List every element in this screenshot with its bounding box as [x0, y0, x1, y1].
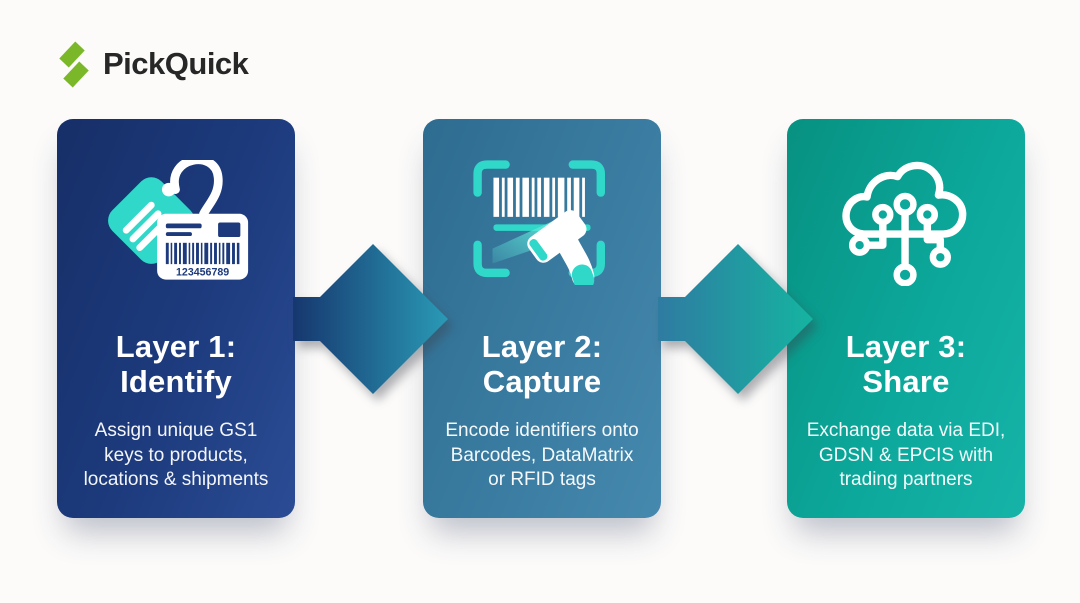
logo-text: PickQuick [103, 46, 249, 81]
logo: PickQuick [55, 40, 249, 88]
arrow-right-icon [293, 244, 448, 394]
card-2-title: Layer 2: Capture [481, 329, 603, 400]
barcode-scanner-icon [473, 160, 605, 285]
cloud-network-icon [842, 161, 967, 286]
lightning-bolt-icon [59, 41, 89, 88]
card-2-body: Encode identifiers onto Barcodes, DataMa… [445, 420, 639, 491]
flow-arrow-2 [658, 244, 813, 394]
viewfinder-brackets [473, 160, 605, 278]
scanner-barcode-bars [493, 177, 585, 217]
card-layer-1: 123456789 Layer 1: Identify Assign uniqu… [57, 119, 295, 518]
card-3-icon-wrap [835, 161, 977, 286]
card-3-title: Layer 3: Share [845, 329, 967, 400]
arrow-right-icon [658, 244, 813, 394]
barcode-number: 123456789 [176, 266, 229, 278]
card-1-body: Assign unique GS1 keys to products, loca… [83, 420, 269, 491]
flow-arrow-1 [293, 244, 448, 394]
barcode-bars [165, 242, 240, 264]
network-nodes [848, 192, 951, 286]
card-2-icon-wrap [472, 160, 612, 285]
card-1-icon-wrap: 123456789 [101, 159, 251, 283]
card-layer-2: Layer 2: Capture Encode identifiers onto… [423, 119, 661, 518]
card-1-title: Layer 1: Identify [115, 329, 237, 400]
card-layer-3: Layer 3: Share Exchange data via EDI, GD… [787, 119, 1025, 518]
tag-barcode-icon: 123456789 [108, 159, 249, 280]
card-3-body: Exchange data via EDI, GDSN & EPCIS with… [806, 420, 1006, 491]
